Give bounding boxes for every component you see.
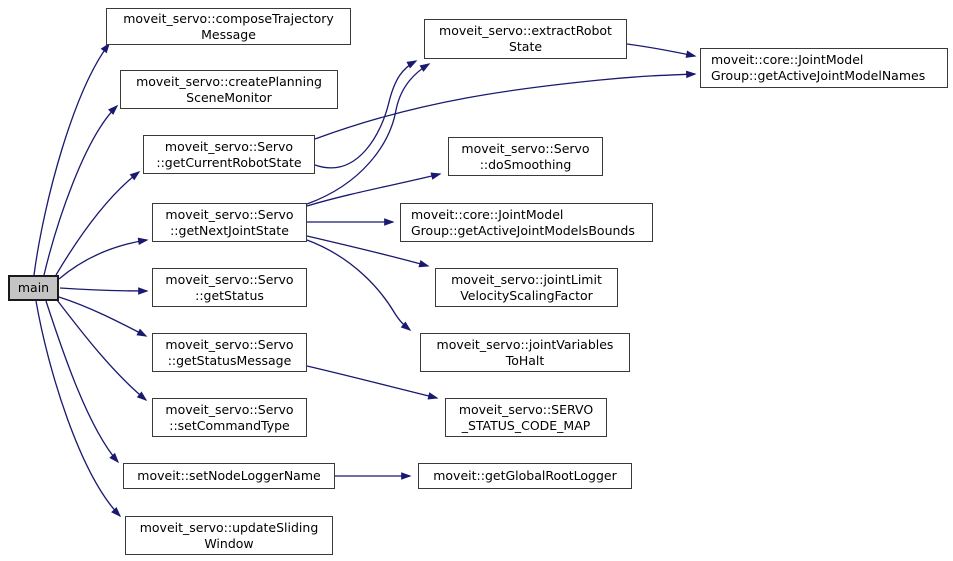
edge-main-to-get_status: [59, 287, 149, 295]
graph-node-set-command-type[interactable]: moveit_servo::Servo ::setCommandType: [152, 398, 307, 437]
node-label: moveit_servo::jointLimit: [451, 271, 602, 287]
node-label: moveit_servo::jointVariables: [436, 336, 614, 352]
node-label: moveit::getGlobalRootLogger: [433, 468, 617, 483]
node-label: ::getCurrentRobotState: [156, 154, 302, 170]
edge-main-to-compose_trajectory_message: [33, 42, 110, 276]
edge-main-to-update_sliding_window: [35, 300, 122, 518]
graph-node-do-smoothing[interactable]: moveit_servo::Servo ::doSmoothing: [448, 137, 603, 176]
graph-node-compose-trajectory-message[interactable]: moveit_servo::composeTrajectory Message: [106, 8, 351, 45]
edge-get_next_joint_state-to-joint_variables_to_halt: [306, 239, 412, 331]
graph-node-get-status-message[interactable]: moveit_servo::Servo ::getStatusMessage: [152, 333, 307, 372]
node-label: moveit::core::JointModel: [411, 206, 564, 222]
node-label: ::doSmoothing: [479, 156, 572, 172]
graph-node-set-node-logger-name[interactable]: moveit::setNodeLoggerName: [123, 463, 335, 489]
edge-extract_robot_state-to-get_active_joint_model_names: [626, 43, 697, 58]
node-label: moveit_servo::updateSliding: [139, 519, 319, 535]
node-label: moveit_servo::Servo: [165, 401, 294, 417]
node-label: main: [17, 280, 50, 295]
edge-main-to-get_status_message: [58, 296, 148, 337]
node-label: ::getNextJointState: [170, 222, 289, 238]
node-label: ToHalt: [505, 352, 545, 368]
node-label: moveit_servo::Servo: [165, 271, 294, 287]
node-label: Window: [204, 535, 254, 551]
node-label: moveit_servo::extractRobot: [439, 23, 612, 38]
node-label: moveit_servo::Servo: [164, 138, 294, 154]
graph-node-extract-robot-state[interactable]: moveit_servo::extractRobot State: [424, 19, 627, 59]
graph-node-get-global-root-logger[interactable]: moveit::getGlobalRootLogger: [418, 463, 632, 489]
node-label: moveit_servo::createPlanning: [136, 73, 322, 89]
node-label: VelocityScalingFactor: [460, 287, 593, 303]
edge-get_next_joint_state-to-do_smoothing: [306, 172, 442, 207]
edge-get_current_robot_state-to-get_active_joint_model_names: [314, 70, 697, 140]
edge-get_current_robot_state-to-extract_robot_state: [314, 60, 418, 169]
node-label: moveit::setNodeLoggerName: [137, 468, 321, 483]
graph-node-get-active-joint-model-names[interactable]: moveit::core::JointModel Group::getActiv…: [700, 48, 948, 88]
edge-main-to-create_planning_scene_monitor: [43, 104, 119, 276]
node-label: Group::getActiveJointModelsBounds: [411, 222, 635, 238]
edge-get_next_joint_state-to-extract_robot_state: [306, 63, 431, 205]
graph-node-get-status[interactable]: moveit_servo::Servo ::getStatus: [152, 268, 307, 307]
node-label: moveit_servo::SERVO: [458, 401, 594, 417]
node-label: ::getStatusMessage: [167, 352, 292, 368]
graph-node-get-active-joint-models-bounds[interactable]: moveit::core::JointModel Group::getActiv…: [400, 203, 653, 242]
graph-node-servo-status-code-map[interactable]: moveit_servo::SERVO _STATUS_CODE_MAP: [445, 398, 607, 437]
edge-main-to-set_command_type: [56, 299, 148, 401]
edge-main-to-set_node_logger_name: [45, 300, 120, 464]
node-label: State: [508, 39, 543, 54]
node-label: moveit_servo::Servo: [165, 336, 294, 352]
node-label: Message: [201, 26, 256, 42]
graph-node-update-sliding-window[interactable]: moveit_servo::updateSliding Window: [125, 516, 333, 555]
node-label: moveit::core::JointModel: [711, 52, 864, 67]
graph-node-joint-variables-to-halt[interactable]: moveit_servo::jointVariables ToHalt: [420, 333, 630, 372]
graph-node-joint-limit-velocity-scaling-factor[interactable]: moveit_servo::jointLimit VelocityScaling…: [435, 268, 618, 307]
node-label: ::setCommandType: [169, 417, 290, 433]
graph-node-get-current-robot-state[interactable]: moveit_servo::Servo ::getCurrentRobotSta…: [143, 135, 315, 174]
graph-node-get-next-joint-state[interactable]: moveit_servo::Servo ::getNextJointState: [152, 203, 307, 242]
edge-get_next_joint_state-to-joint_limit_velocity_scaling_factor: [306, 235, 430, 268]
node-label: _STATUS_CODE_MAP: [461, 417, 591, 433]
node-label: Group::getActiveJointModelNames: [711, 68, 926, 83]
edge-main-to-get_next_joint_state: [58, 237, 149, 280]
graph-node-main: main: [8, 275, 59, 301]
graph-node-create-planning-scene-monitor[interactable]: moveit_servo::createPlanning SceneMonito…: [120, 70, 338, 109]
node-label: moveit_servo::composeTrajectory: [123, 10, 334, 26]
edge-get_status_message-to-servo_status_code_map: [306, 365, 439, 400]
node-label: ::getStatus: [195, 287, 264, 303]
edge-main-to-get_current_robot_state: [55, 171, 141, 276]
node-label: moveit_servo::Servo: [165, 206, 294, 222]
node-label: SceneMonitor: [186, 89, 272, 105]
node-label: moveit_servo::Servo: [461, 140, 590, 156]
